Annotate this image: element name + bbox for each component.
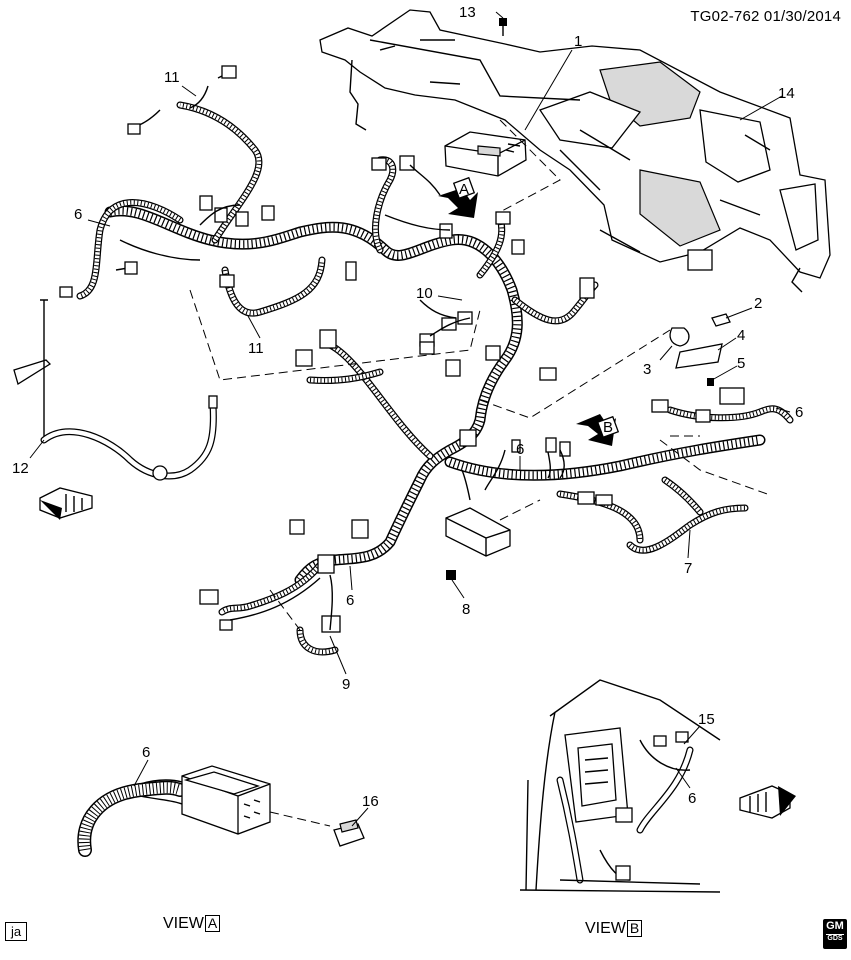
module-lower xyxy=(445,469,511,580)
callout-6-lower: 6 xyxy=(346,592,354,609)
callout-labels: 1 2 3 4 5 6 6 6 6 6 6 7 8 9 10 11 11 12 … xyxy=(12,4,803,810)
view-b-arrow: B xyxy=(576,414,620,446)
small-parts xyxy=(669,313,731,386)
callout-11-upper: 11 xyxy=(164,69,180,86)
callout-5: 5 xyxy=(737,355,745,372)
callout-8: 8 xyxy=(462,601,470,618)
svg-text:B: B xyxy=(603,419,613,436)
frt-arrow-left xyxy=(39,487,93,520)
callout-6-left: 6 xyxy=(74,206,82,223)
callout-10: 10 xyxy=(416,285,433,302)
callout-6-view-a: 6 xyxy=(142,744,150,761)
callout-12: 12 xyxy=(12,460,29,477)
dashed-lines xyxy=(189,119,771,827)
callout-13: 13 xyxy=(459,4,476,21)
gm-logo: GM GDS xyxy=(823,919,847,949)
callout-3: 3 xyxy=(643,361,651,378)
svg-text:A: A xyxy=(459,181,469,198)
callout-7: 7 xyxy=(684,560,692,577)
callout-4: 4 xyxy=(737,327,745,344)
callout-14: 14 xyxy=(778,85,795,102)
view-b-detail xyxy=(519,679,721,893)
callout-9: 9 xyxy=(342,676,350,693)
view-a-detail xyxy=(77,765,365,857)
callout-6-view-b: 6 xyxy=(688,790,696,807)
view-a-arrow: A xyxy=(438,176,478,218)
artist-initials: ja xyxy=(5,922,28,941)
callout-15: 15 xyxy=(698,711,715,728)
antenna-cable xyxy=(13,299,218,481)
connectors xyxy=(59,65,745,633)
callout-1: 1 xyxy=(574,33,582,50)
frt-arrow-right xyxy=(739,785,796,819)
callout-6-center: 6 xyxy=(516,441,524,458)
instrument-panel-carrier xyxy=(319,9,831,293)
callout-2: 2 xyxy=(754,295,762,312)
module xyxy=(444,131,527,177)
callout-16: 16 xyxy=(362,793,379,810)
drawing-code: TG02-762 01/30/2014 xyxy=(690,8,841,25)
callout-6-right: 6 xyxy=(795,404,803,421)
callout-11-lower: 11 xyxy=(248,340,264,357)
leader-lines xyxy=(29,11,791,827)
bolt xyxy=(499,18,507,36)
